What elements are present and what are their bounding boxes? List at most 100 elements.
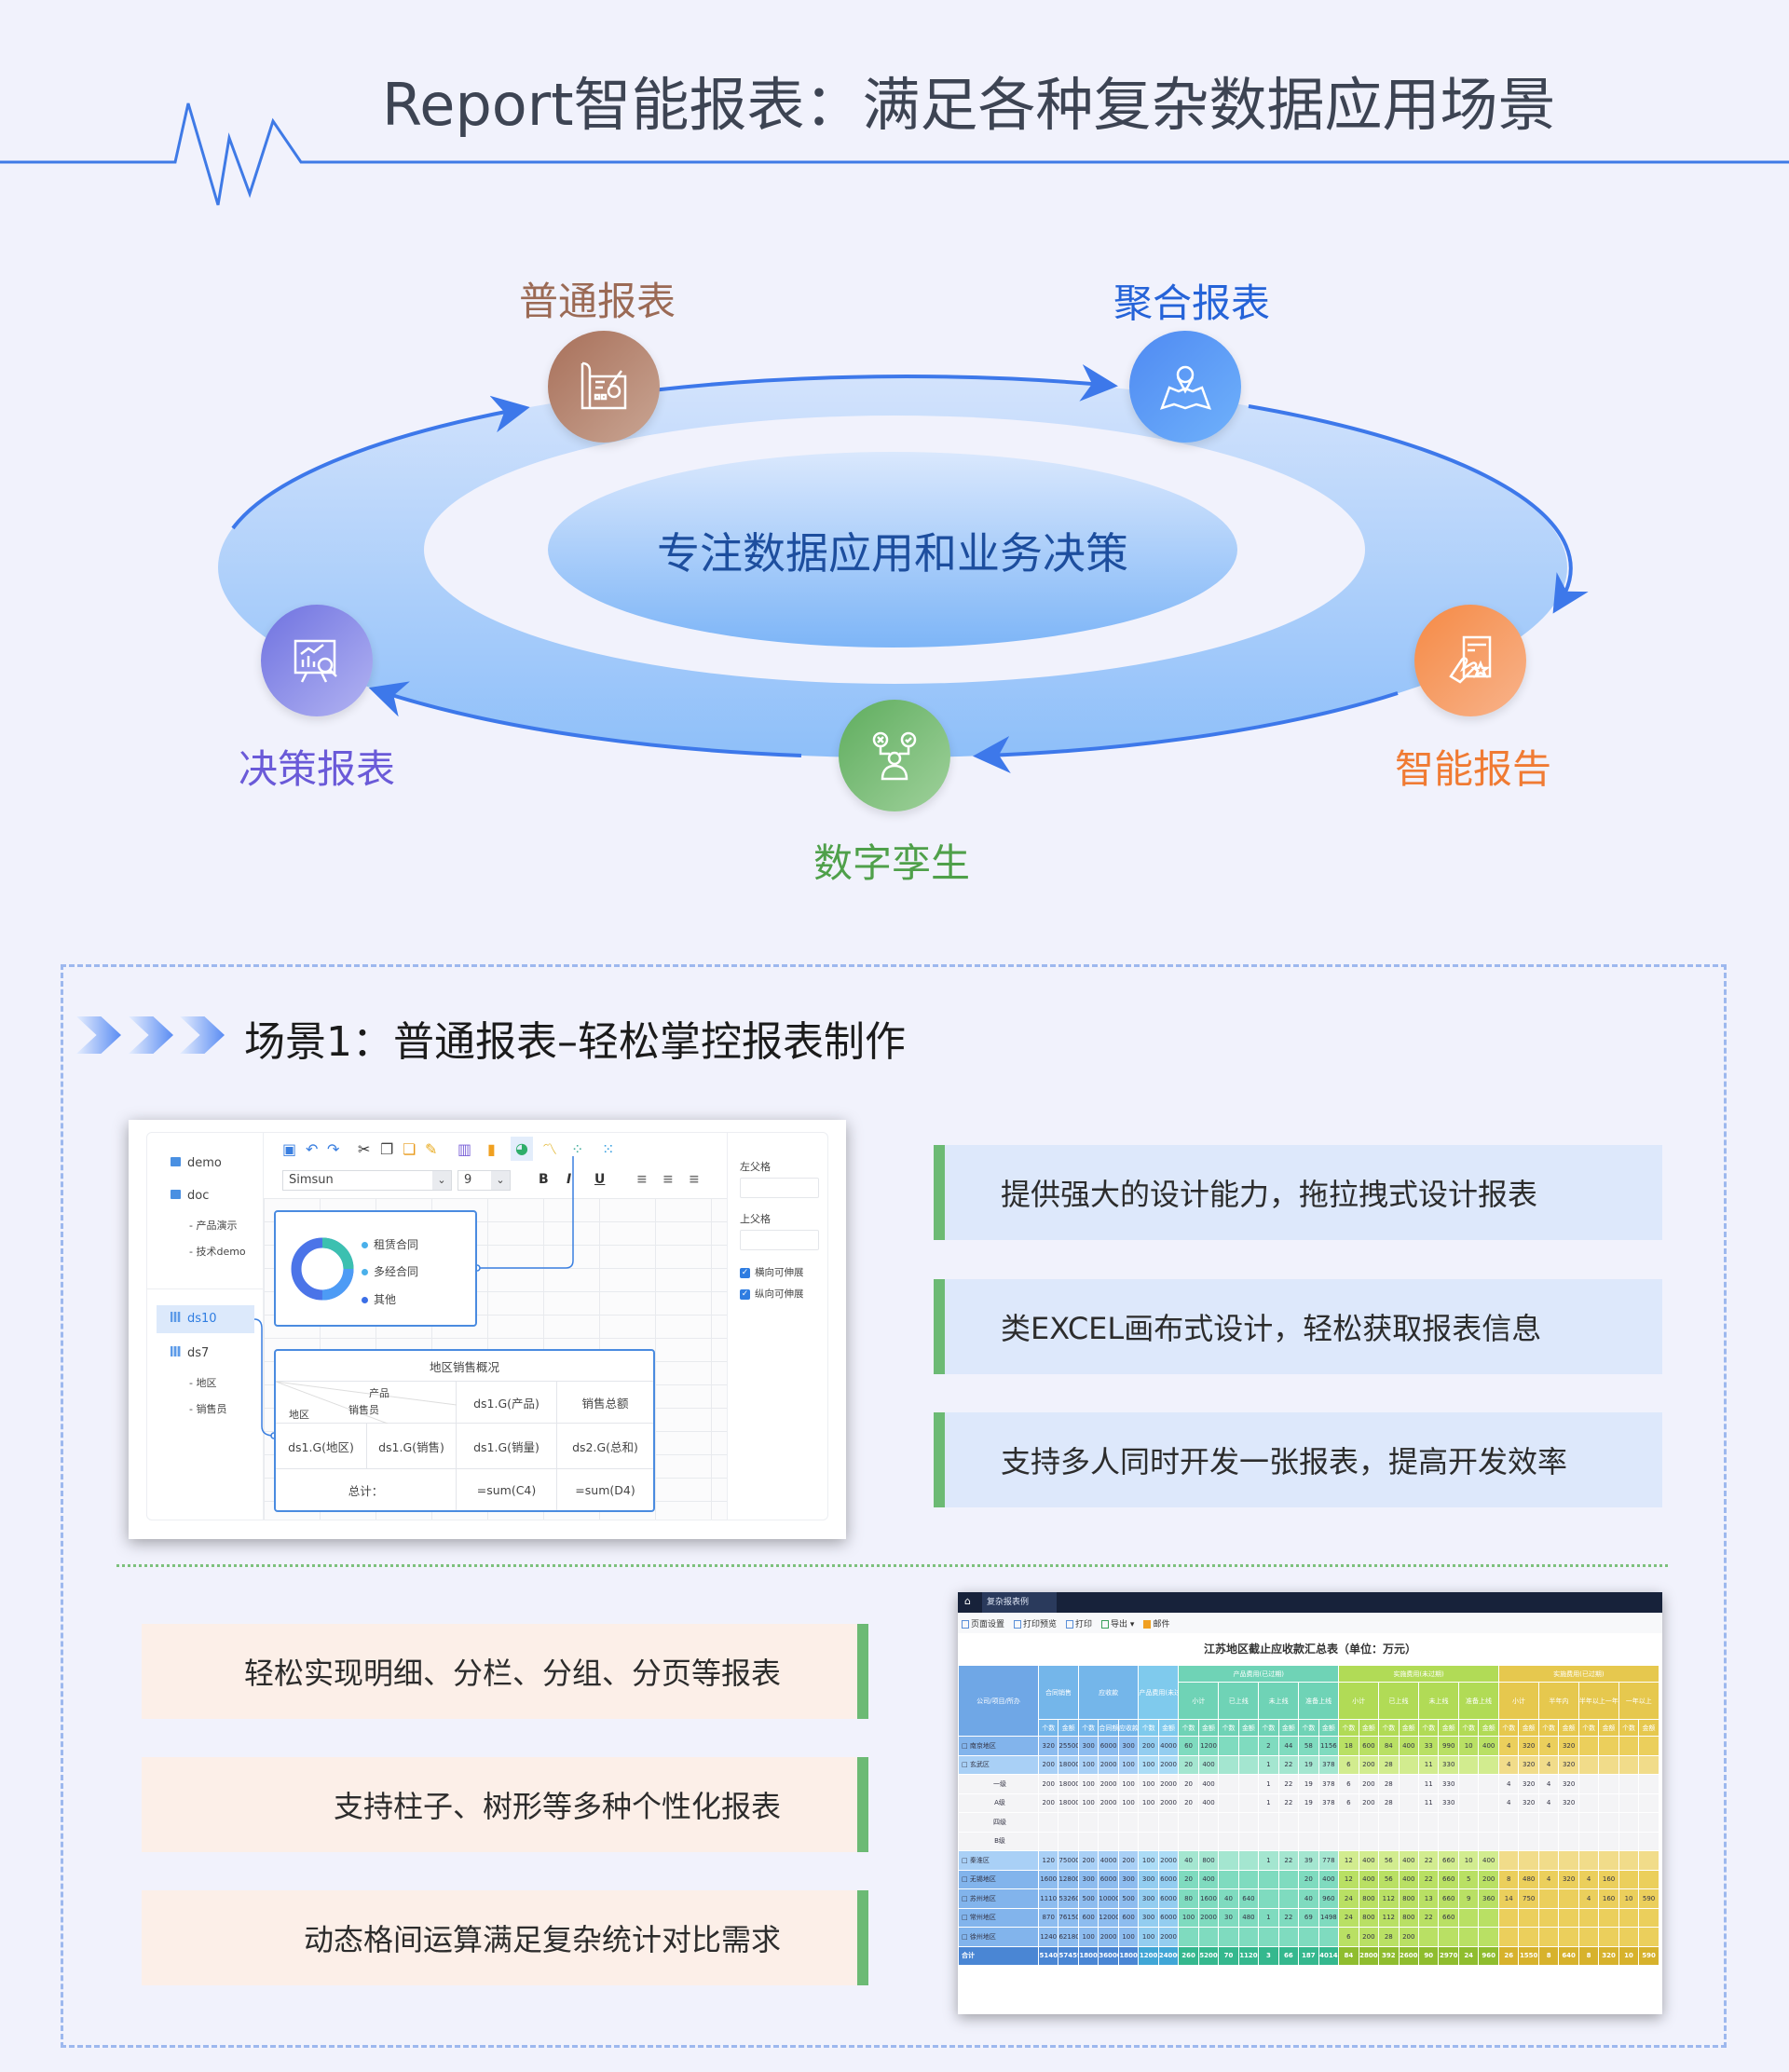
tree-field-salesperson[interactable]: - 销售员 bbox=[189, 1403, 227, 1415]
legend-label: 租赁合同 bbox=[374, 1238, 419, 1251]
export-button[interactable]: 导出 ▾ bbox=[1101, 1617, 1134, 1629]
table-cell: 320 bbox=[1558, 1736, 1579, 1756]
italic-button[interactable]: I bbox=[567, 1172, 572, 1187]
table-cell: 70 bbox=[1218, 1945, 1239, 1966]
table-row[interactable]: A级20018000010020001001002000204001221937… bbox=[958, 1793, 1659, 1813]
page-setup-button[interactable]: 页面设置 bbox=[962, 1617, 1004, 1629]
tree-item-tech-demo[interactable]: - 技术demo bbox=[189, 1246, 246, 1258]
legend-item: 多经合同 bbox=[362, 1263, 418, 1279]
table-cell bbox=[1438, 1831, 1459, 1851]
h-expand-checkbox[interactable]: ✓横向可伸展 bbox=[740, 1265, 804, 1279]
table-cell bbox=[1237, 1812, 1260, 1833]
table-cell: 600 bbox=[1077, 1907, 1099, 1928]
cell-quantity[interactable]: ds1.G(销量) bbox=[457, 1424, 557, 1469]
template-icon[interactable]: ▥ bbox=[457, 1140, 472, 1158]
table-cell: 5 bbox=[1457, 1869, 1480, 1889]
table-cell: 200 bbox=[1398, 1927, 1420, 1947]
report-tab[interactable]: 复杂报表例 bbox=[982, 1592, 1057, 1613]
table-cell bbox=[1577, 1812, 1600, 1833]
cell-sum-d[interactable]: =sum(D4) bbox=[575, 1482, 635, 1497]
node-decision-report[interactable] bbox=[261, 605, 373, 716]
table-cell bbox=[1497, 1812, 1520, 1833]
tree-item-ds7[interactable]: ds7 bbox=[171, 1346, 209, 1360]
cell-total-label[interactable]: 总计： bbox=[276, 1469, 457, 1510]
align-left-icon[interactable]: ≡ bbox=[636, 1172, 648, 1187]
table-cell bbox=[1138, 1831, 1159, 1851]
print-button[interactable]: 打印 bbox=[1066, 1617, 1092, 1629]
presentation-chart-icon bbox=[294, 639, 337, 683]
table-cell: 2000 bbox=[1098, 1927, 1119, 1947]
dot-chart-icon[interactable]: ⁙ bbox=[602, 1140, 615, 1158]
underline-button[interactable]: U bbox=[594, 1172, 606, 1187]
table-cell: 590 bbox=[1638, 1888, 1659, 1909]
table-row[interactable]: □ 无锡地区1600128000300600030030060002040020… bbox=[958, 1869, 1659, 1889]
font-select[interactable]: Simsun⌄ bbox=[282, 1170, 452, 1191]
table-row[interactable]: B级 bbox=[958, 1831, 1659, 1851]
table-cell bbox=[1537, 1850, 1560, 1871]
table-row[interactable]: 四级 bbox=[958, 1812, 1659, 1833]
legend-item: 租赁合同 bbox=[362, 1236, 418, 1252]
cell-salesperson[interactable]: ds1.G(销售) bbox=[367, 1424, 457, 1469]
table-cell bbox=[1537, 1831, 1560, 1851]
tree-field-region[interactable]: - 地区 bbox=[189, 1377, 217, 1389]
copy-icon[interactable]: ❐ bbox=[380, 1140, 394, 1158]
node-normal-report[interactable] bbox=[548, 331, 660, 443]
scatter-icon[interactable]: ⁘ bbox=[571, 1140, 584, 1158]
label-normal-report: 普通报表 bbox=[518, 279, 676, 324]
align-right-icon[interactable]: ≡ bbox=[689, 1172, 700, 1187]
node-aggregate-report[interactable] bbox=[1129, 331, 1241, 443]
tree-item-demo[interactable]: demo bbox=[171, 1156, 222, 1170]
chart-component[interactable]: 租赁合同 多经合同 其他 bbox=[274, 1210, 477, 1327]
cell-sum-c[interactable]: =sum(C4) bbox=[457, 1469, 557, 1510]
table-component[interactable]: 地区销售概况 产品 销售员 地区 ds1.G(产品) 销售总额 ds1.G(地区… bbox=[274, 1349, 655, 1512]
cell-region[interactable]: ds1.G(地区) bbox=[276, 1424, 367, 1469]
tree-item-ds10[interactable]: ds10 bbox=[157, 1305, 254, 1333]
bold-button[interactable]: B bbox=[539, 1172, 549, 1187]
left-parent-input[interactable] bbox=[740, 1178, 819, 1198]
align-center-icon[interactable]: ≡ bbox=[662, 1172, 674, 1187]
cell-product[interactable]: ds1.G(产品) bbox=[457, 1382, 557, 1424]
table-cell: 200 bbox=[1077, 1850, 1099, 1871]
size-select[interactable]: 9⌄ bbox=[457, 1170, 511, 1191]
table-cell bbox=[1277, 1831, 1300, 1851]
undo-icon[interactable]: ↶ bbox=[306, 1140, 319, 1158]
table-row[interactable]: 一级20018000010020001001002000204001221937… bbox=[958, 1774, 1659, 1794]
table-cell: 400 bbox=[1197, 1774, 1220, 1794]
top-parent-input[interactable] bbox=[740, 1230, 819, 1250]
home-icon[interactable]: ⌂ bbox=[964, 1595, 971, 1607]
folder-icon bbox=[171, 1157, 181, 1166]
save-icon[interactable]: ▣ bbox=[282, 1140, 297, 1158]
tree-item-doc[interactable]: doc bbox=[171, 1189, 209, 1203]
pie-chart-icon[interactable]: ◕ bbox=[511, 1137, 533, 1161]
table-cell bbox=[1518, 1907, 1539, 1928]
diagonal-header-cell[interactable]: 产品 销售员 地区 bbox=[276, 1382, 457, 1424]
table-cell: 870 bbox=[1037, 1907, 1059, 1928]
table-cell: 4 bbox=[1577, 1888, 1600, 1909]
table-cell: 11 bbox=[1418, 1754, 1440, 1775]
table-row[interactable]: 合计51405745901800360001800120024000260520… bbox=[958, 1945, 1659, 1966]
row-label: □ 苏州地区 bbox=[958, 1888, 1039, 1909]
table-cell: 22 bbox=[1277, 1774, 1300, 1794]
table-row[interactable]: □ 玄武区20018000010020001001002000204001221… bbox=[958, 1754, 1659, 1775]
table-row[interactable]: □ 南京地区3202550003006000300200400060120024… bbox=[958, 1736, 1659, 1756]
table-cell bbox=[1558, 1907, 1579, 1928]
node-smart-report[interactable] bbox=[1414, 605, 1526, 716]
line-chart-icon[interactable]: 〽 bbox=[542, 1140, 558, 1158]
format-painter-icon[interactable]: ✎ bbox=[425, 1140, 438, 1158]
v-expand-checkbox[interactable]: ✓纵向可伸展 bbox=[740, 1287, 804, 1301]
email-button[interactable]: 邮件 bbox=[1143, 1617, 1169, 1629]
cell-sum[interactable]: ds2.G(总和) bbox=[557, 1424, 653, 1469]
cell-total-sales[interactable]: 销售总额 bbox=[557, 1382, 653, 1424]
paste-icon[interactable]: ❏ bbox=[403, 1140, 417, 1158]
table-cell: 2600 bbox=[1398, 1945, 1420, 1966]
cut-icon[interactable]: ✂ bbox=[358, 1140, 371, 1158]
node-digital-twin[interactable] bbox=[839, 700, 950, 811]
bar-chart-icon[interactable]: ▮ bbox=[487, 1140, 496, 1158]
tree-item-product-demo[interactable]: - 产品演示 bbox=[189, 1220, 238, 1232]
print-preview-button[interactable]: 打印预览 bbox=[1014, 1617, 1057, 1629]
redo-icon[interactable]: ↷ bbox=[327, 1140, 340, 1158]
